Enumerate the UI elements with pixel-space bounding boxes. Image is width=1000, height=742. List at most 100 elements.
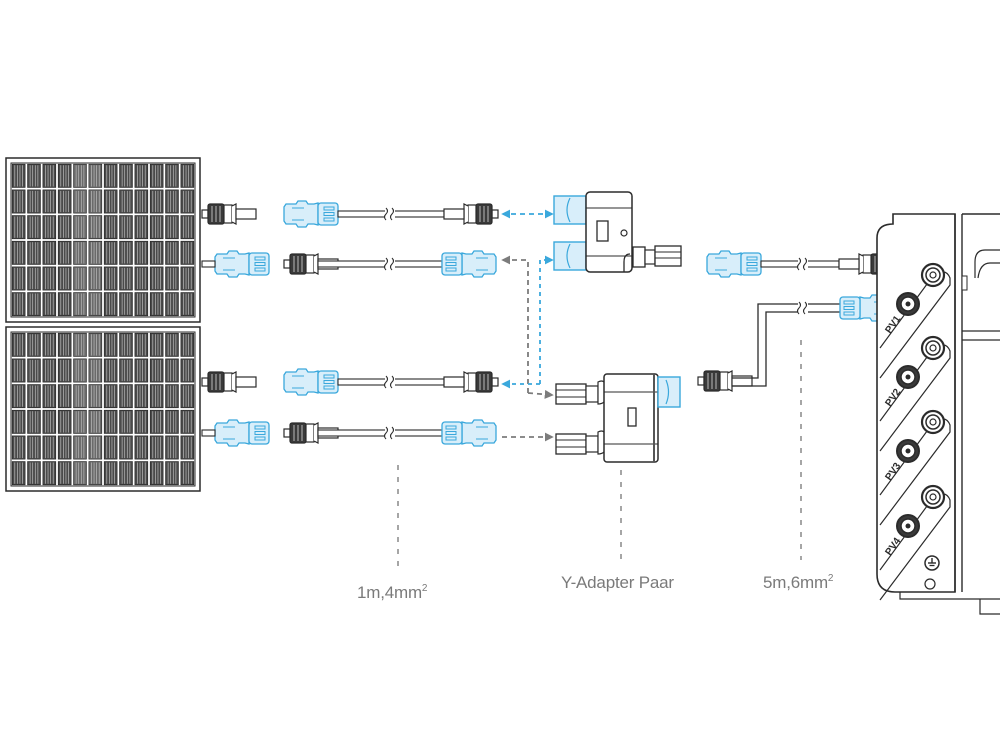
- panel-cell: [165, 189, 179, 214]
- port-socket-positive[interactable]: [896, 439, 920, 463]
- panel-cell: [134, 435, 149, 460]
- label-cable-short: 1m,4mm2: [357, 583, 428, 603]
- panel-cell: [57, 215, 72, 240]
- panel-cell: [134, 292, 149, 317]
- panel-cell: [11, 240, 26, 265]
- panel-cell: [134, 409, 149, 434]
- panel-cell: [119, 266, 133, 291]
- inverter-cable-top: [706, 250, 894, 278]
- panel-cell: [165, 266, 179, 291]
- panel-cell: [11, 435, 26, 460]
- panel-cell: [119, 163, 133, 188]
- panel-cell: [149, 384, 164, 409]
- panel-cell: [149, 215, 164, 240]
- panel-cell: [73, 384, 87, 409]
- panel-cell: [165, 163, 179, 188]
- panel-cell: [27, 240, 41, 265]
- port-socket-positive[interactable]: [896, 292, 920, 316]
- panel2-connector-negative: [201, 419, 270, 447]
- port-socket-negative[interactable]: [920, 335, 946, 361]
- panel-cell: [119, 292, 133, 317]
- panel-cell: [27, 332, 41, 357]
- panel-cell: [11, 163, 26, 188]
- panel-cell: [42, 435, 57, 460]
- panel-cell: [11, 215, 26, 240]
- panel-cell: [149, 409, 164, 434]
- panel-cell: [180, 266, 195, 291]
- panel-cell: [27, 266, 41, 291]
- arrow-gray-row2: [501, 255, 529, 393]
- panel-cell: [165, 461, 179, 486]
- panel-cell: [57, 358, 72, 383]
- label-cable-long: 5m,6mm2: [763, 573, 834, 593]
- panel-cell: [103, 240, 118, 265]
- panel-cell: [73, 409, 87, 434]
- port-socket-negative[interactable]: [920, 484, 946, 510]
- panel-cell: [180, 409, 195, 434]
- panel-cell: [73, 292, 87, 317]
- panel-cell: [73, 215, 87, 240]
- panel-cell: [165, 215, 179, 240]
- panel-cell: [88, 332, 103, 357]
- panel-cell: [57, 332, 72, 357]
- panel-cell: [180, 435, 195, 460]
- panel-cell: [165, 409, 179, 434]
- panel-cell: [119, 461, 133, 486]
- panel-cell: [27, 435, 41, 460]
- panel-cell: [165, 435, 179, 460]
- panel-cell: [165, 384, 179, 409]
- panel-cell: [73, 163, 87, 188]
- panel-cell: [42, 409, 57, 434]
- solar-panel-1: [5, 157, 201, 323]
- panel2-connector-positive: [201, 371, 257, 393]
- panel-cell: [134, 240, 149, 265]
- panel-cell: [180, 461, 195, 486]
- panel-cell: [73, 266, 87, 291]
- label-cable-long-text: 5m,6mm: [763, 573, 828, 592]
- panel-cell: [134, 266, 149, 291]
- panel-cell: [103, 332, 118, 357]
- panel-cell: [149, 358, 164, 383]
- port-socket-negative[interactable]: [920, 262, 946, 288]
- panel-cell: [103, 163, 118, 188]
- panel-cell: [103, 409, 118, 434]
- extension-cable-4: [283, 419, 497, 447]
- label-adapter: Y-Adapter Paar: [561, 573, 674, 592]
- panel-cell: [119, 189, 133, 214]
- label-cable-long-sup: 2: [827, 573, 834, 584]
- panel-cell: [27, 163, 41, 188]
- panel-cell: [57, 292, 72, 317]
- panel-cell: [57, 163, 72, 188]
- panel-cell: [103, 266, 118, 291]
- panel-cell: [88, 292, 103, 317]
- port-socket-positive[interactable]: [896, 514, 920, 538]
- panel-cell: [180, 163, 195, 188]
- panel-cell: [57, 409, 72, 434]
- label-cable-short-text: 1m,4mm: [357, 583, 422, 602]
- panel-cell: [27, 358, 41, 383]
- panel-cell: [165, 292, 179, 317]
- panel-cell: [73, 435, 87, 460]
- panel-cell: [149, 332, 164, 357]
- port-socket-positive[interactable]: [896, 365, 920, 389]
- panel-cell: [119, 240, 133, 265]
- panel-cell: [149, 461, 164, 486]
- panel-cell: [27, 384, 41, 409]
- panel-cell: [42, 215, 57, 240]
- panel-cell: [165, 240, 179, 265]
- arrow-gray-row3: [527, 389, 554, 399]
- panel1-connector-positive: [201, 203, 257, 225]
- panel-cell: [42, 163, 57, 188]
- panel-cell: [180, 189, 195, 214]
- port-socket-negative[interactable]: [920, 409, 946, 435]
- panel-cell: [134, 163, 149, 188]
- arrow-blue-row2: [539, 255, 554, 384]
- panel-cell: [11, 266, 26, 291]
- panel-cell: [119, 215, 133, 240]
- panel-cell: [149, 240, 164, 265]
- panel-cell: [11, 409, 26, 434]
- panel-cell: [119, 358, 133, 383]
- panel-cell: [103, 358, 118, 383]
- ground-icon: [924, 555, 940, 571]
